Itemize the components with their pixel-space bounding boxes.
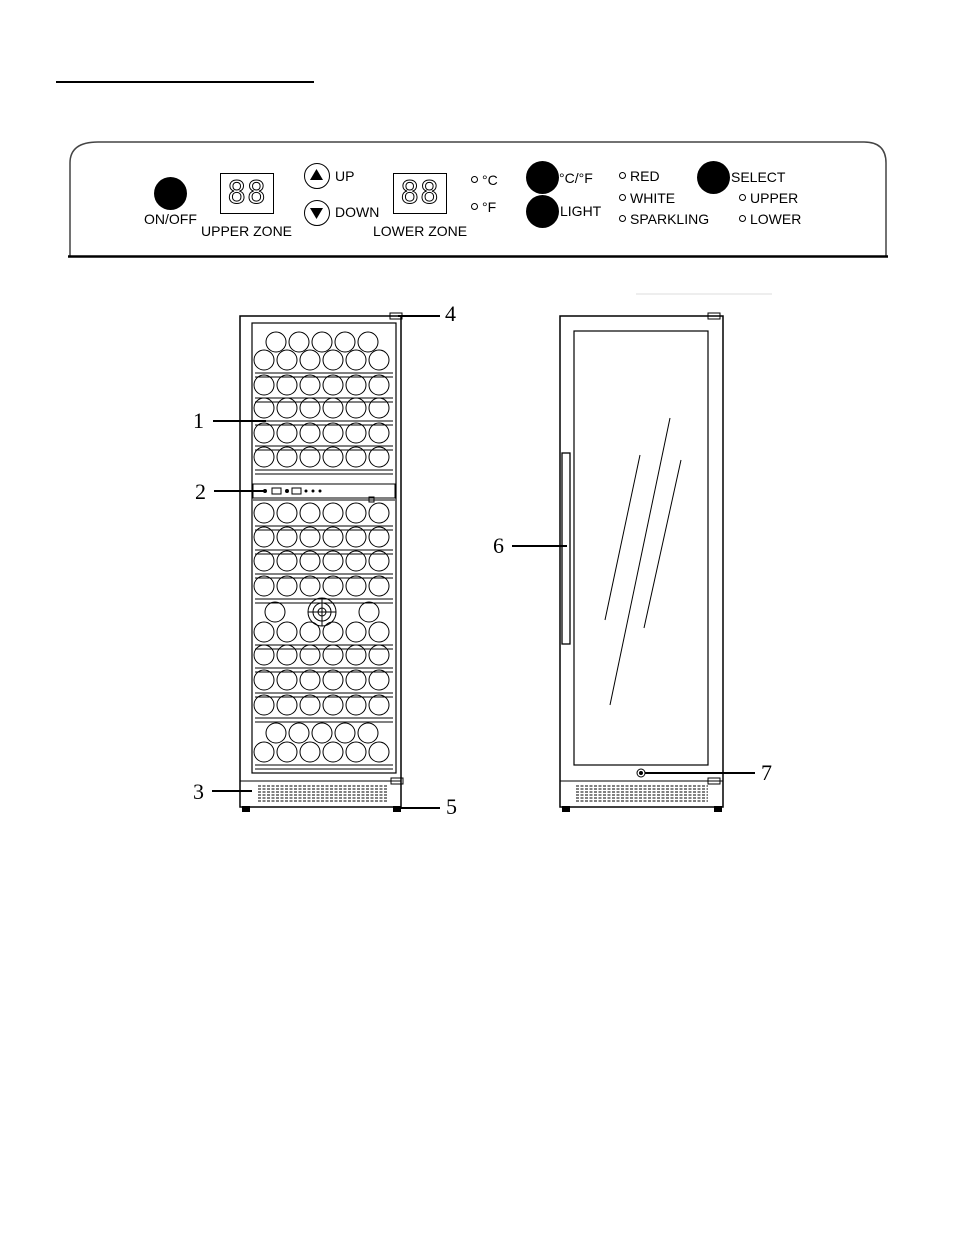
wine-bottle-end <box>300 645 320 665</box>
wine-bottle-end <box>254 742 274 762</box>
wine-bottle-end <box>277 375 297 395</box>
callout-1: 1 <box>193 410 204 432</box>
wine-bottle-end <box>300 576 320 596</box>
wine-bottle-end <box>346 742 366 762</box>
front-view-cabinet <box>240 313 403 807</box>
wine-bottle-end <box>277 398 297 418</box>
wine-bottle-end <box>277 695 297 715</box>
wine-bottle-end <box>323 503 343 523</box>
wine-bottle-end <box>369 398 389 418</box>
wine-bottle-end <box>369 645 389 665</box>
door-view-cabinet <box>560 294 772 807</box>
wine-bottle-end <box>346 670 366 690</box>
wine-bottle-end <box>277 622 297 642</box>
callout-7: 7 <box>761 762 772 784</box>
wine-bottle-end <box>335 723 355 743</box>
wine-bottle-end <box>346 375 366 395</box>
callout-4: 4 <box>445 303 456 325</box>
wine-bottle-end <box>323 350 343 370</box>
wine-bottle-end <box>254 645 274 665</box>
wine-bottle-end <box>312 723 332 743</box>
wine-bottle-end <box>300 695 320 715</box>
wine-bottle-end <box>300 423 320 443</box>
wine-bottle-end <box>277 423 297 443</box>
wine-bottle-end <box>359 602 379 622</box>
wine-bottle-end <box>254 423 274 443</box>
wine-bottle-end <box>323 742 343 762</box>
wine-bottle-end <box>254 622 274 642</box>
wine-bottle-end <box>266 723 286 743</box>
wine-bottle-end <box>323 423 343 443</box>
wine-bottle-end <box>300 742 320 762</box>
door-view-grille <box>576 786 708 801</box>
wine-bottle-end <box>254 695 274 715</box>
wine-bottle-end <box>323 645 343 665</box>
callout-5: 5 <box>446 796 457 818</box>
wine-bottle-end <box>358 723 378 743</box>
wine-bottle-end <box>254 670 274 690</box>
wine-bottle-end <box>346 350 366 370</box>
wine-bottle-end <box>300 670 320 690</box>
wine-bottle-end <box>300 398 320 418</box>
callout-3: 3 <box>193 781 204 803</box>
wine-bottle-end <box>358 332 378 352</box>
wine-bottle-end <box>346 576 366 596</box>
wine-bottle-end <box>323 375 343 395</box>
wine-bottle-end <box>369 622 389 642</box>
front-view-grille <box>258 786 388 801</box>
wine-bottle-end <box>346 695 366 715</box>
wine-bottle-end <box>254 576 274 596</box>
wine-bottle-end <box>277 645 297 665</box>
wine-bottle-end <box>346 645 366 665</box>
wine-bottle-end <box>277 503 297 523</box>
wine-bottle-end <box>369 742 389 762</box>
glass-reflection-lines <box>605 418 681 705</box>
wine-bottle-end <box>323 398 343 418</box>
front-view-wine-racks <box>254 332 393 769</box>
wine-bottle-end <box>254 398 274 418</box>
wine-bottle-end <box>254 350 274 370</box>
wine-bottle-end <box>300 375 320 395</box>
wine-bottle-end <box>289 723 309 743</box>
wine-bottle-end <box>277 350 297 370</box>
wine-bottle-end <box>369 695 389 715</box>
wine-bottle-end <box>346 622 366 642</box>
callout-6: 6 <box>493 535 504 557</box>
wine-bottle-end <box>323 670 343 690</box>
wine-bottle-end <box>254 375 274 395</box>
wine-bottle-end <box>289 332 309 352</box>
wine-bottle-end <box>300 503 320 523</box>
wine-bottle-end <box>369 350 389 370</box>
callout-2: 2 <box>195 481 206 503</box>
wine-bottle-end <box>277 576 297 596</box>
wine-bottle-end <box>266 332 286 352</box>
wine-bottle-end <box>346 398 366 418</box>
door-handle <box>562 453 570 644</box>
wine-bottle-end <box>369 670 389 690</box>
wine-bottle-end <box>265 602 285 622</box>
door-lock-icon <box>637 769 645 777</box>
wine-bottle-end <box>323 695 343 715</box>
wine-bottle-end <box>323 576 343 596</box>
wine-bottle-end <box>277 670 297 690</box>
wine-bottle-end <box>369 423 389 443</box>
wine-bottle-end <box>254 503 274 523</box>
wine-bottle-end <box>369 503 389 523</box>
callout-leader-lines <box>212 316 755 808</box>
front-view-fan-icon <box>308 598 336 626</box>
front-view-control-strip <box>253 484 395 502</box>
wine-bottle-end <box>369 576 389 596</box>
wine-bottle-end <box>346 503 366 523</box>
wine-bottle-end <box>335 332 355 352</box>
wine-bottle-end <box>300 350 320 370</box>
wine-bottle-end <box>369 375 389 395</box>
wine-bottle-end <box>312 332 332 352</box>
wine-bottle-end <box>277 742 297 762</box>
wine-bottle-end <box>346 423 366 443</box>
